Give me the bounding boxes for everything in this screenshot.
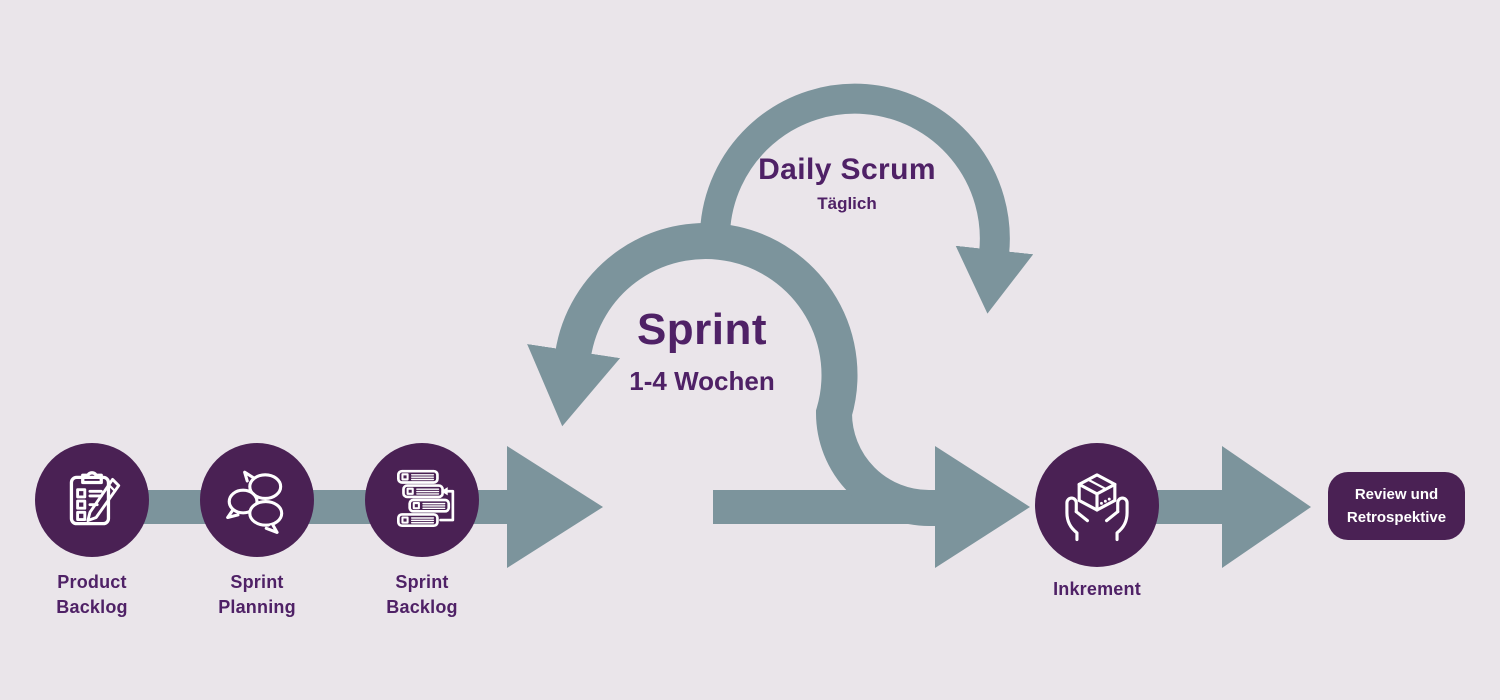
flow-arrowhead-into-review	[1222, 446, 1311, 568]
speech-bubbles-icon	[226, 470, 284, 534]
review-line: Retrospektive	[1346, 509, 1447, 526]
flow-arrowhead-into-increment	[935, 446, 1030, 568]
label-line: Sprint	[395, 572, 449, 592]
review-line: Review und	[1354, 486, 1439, 503]
flow-bar-increment-exit	[1150, 490, 1225, 524]
node-sprint-backlog	[365, 443, 479, 557]
task-list-icon	[397, 469, 455, 528]
sprint-loop-arrow	[527, 223, 945, 526]
review-retrospective-box: Review und Retrospektive	[1328, 472, 1465, 540]
sprint-duration: 1-4 Wochen	[629, 366, 775, 396]
node-increment	[1035, 443, 1159, 567]
label-line: Inkrement	[1053, 579, 1141, 599]
label-line: Planning	[218, 597, 296, 617]
label-increment: Inkrement	[1012, 577, 1182, 602]
label-line: Sprint	[230, 572, 284, 592]
label-sprint-planning: Sprint Planning	[172, 570, 342, 620]
daily-scrum-text: Daily Scrum Täglich	[707, 154, 987, 214]
clipboard-checklist-icon	[69, 471, 121, 526]
node-sprint-planning	[200, 443, 314, 557]
label-line: Backlog	[56, 597, 128, 617]
hands-holding-box-icon	[1065, 473, 1129, 542]
label-sprint-backlog: Sprint Backlog	[337, 570, 507, 620]
flow-arrowhead-into-sprint	[507, 446, 603, 568]
daily-scrum-loop-arrow	[700, 83, 1034, 314]
label-line: Backlog	[386, 597, 458, 617]
sprint-title: Sprint	[636, 305, 768, 354]
daily-scrum-frequency: Täglich	[817, 194, 877, 213]
label-product-backlog: Product Backlog	[7, 570, 177, 620]
daily-scrum-title: Daily Scrum	[758, 153, 936, 186]
label-line: Product	[57, 572, 127, 592]
node-product-backlog	[35, 443, 149, 557]
sprint-loop-text: Sprint 1-4 Wochen	[562, 306, 842, 397]
